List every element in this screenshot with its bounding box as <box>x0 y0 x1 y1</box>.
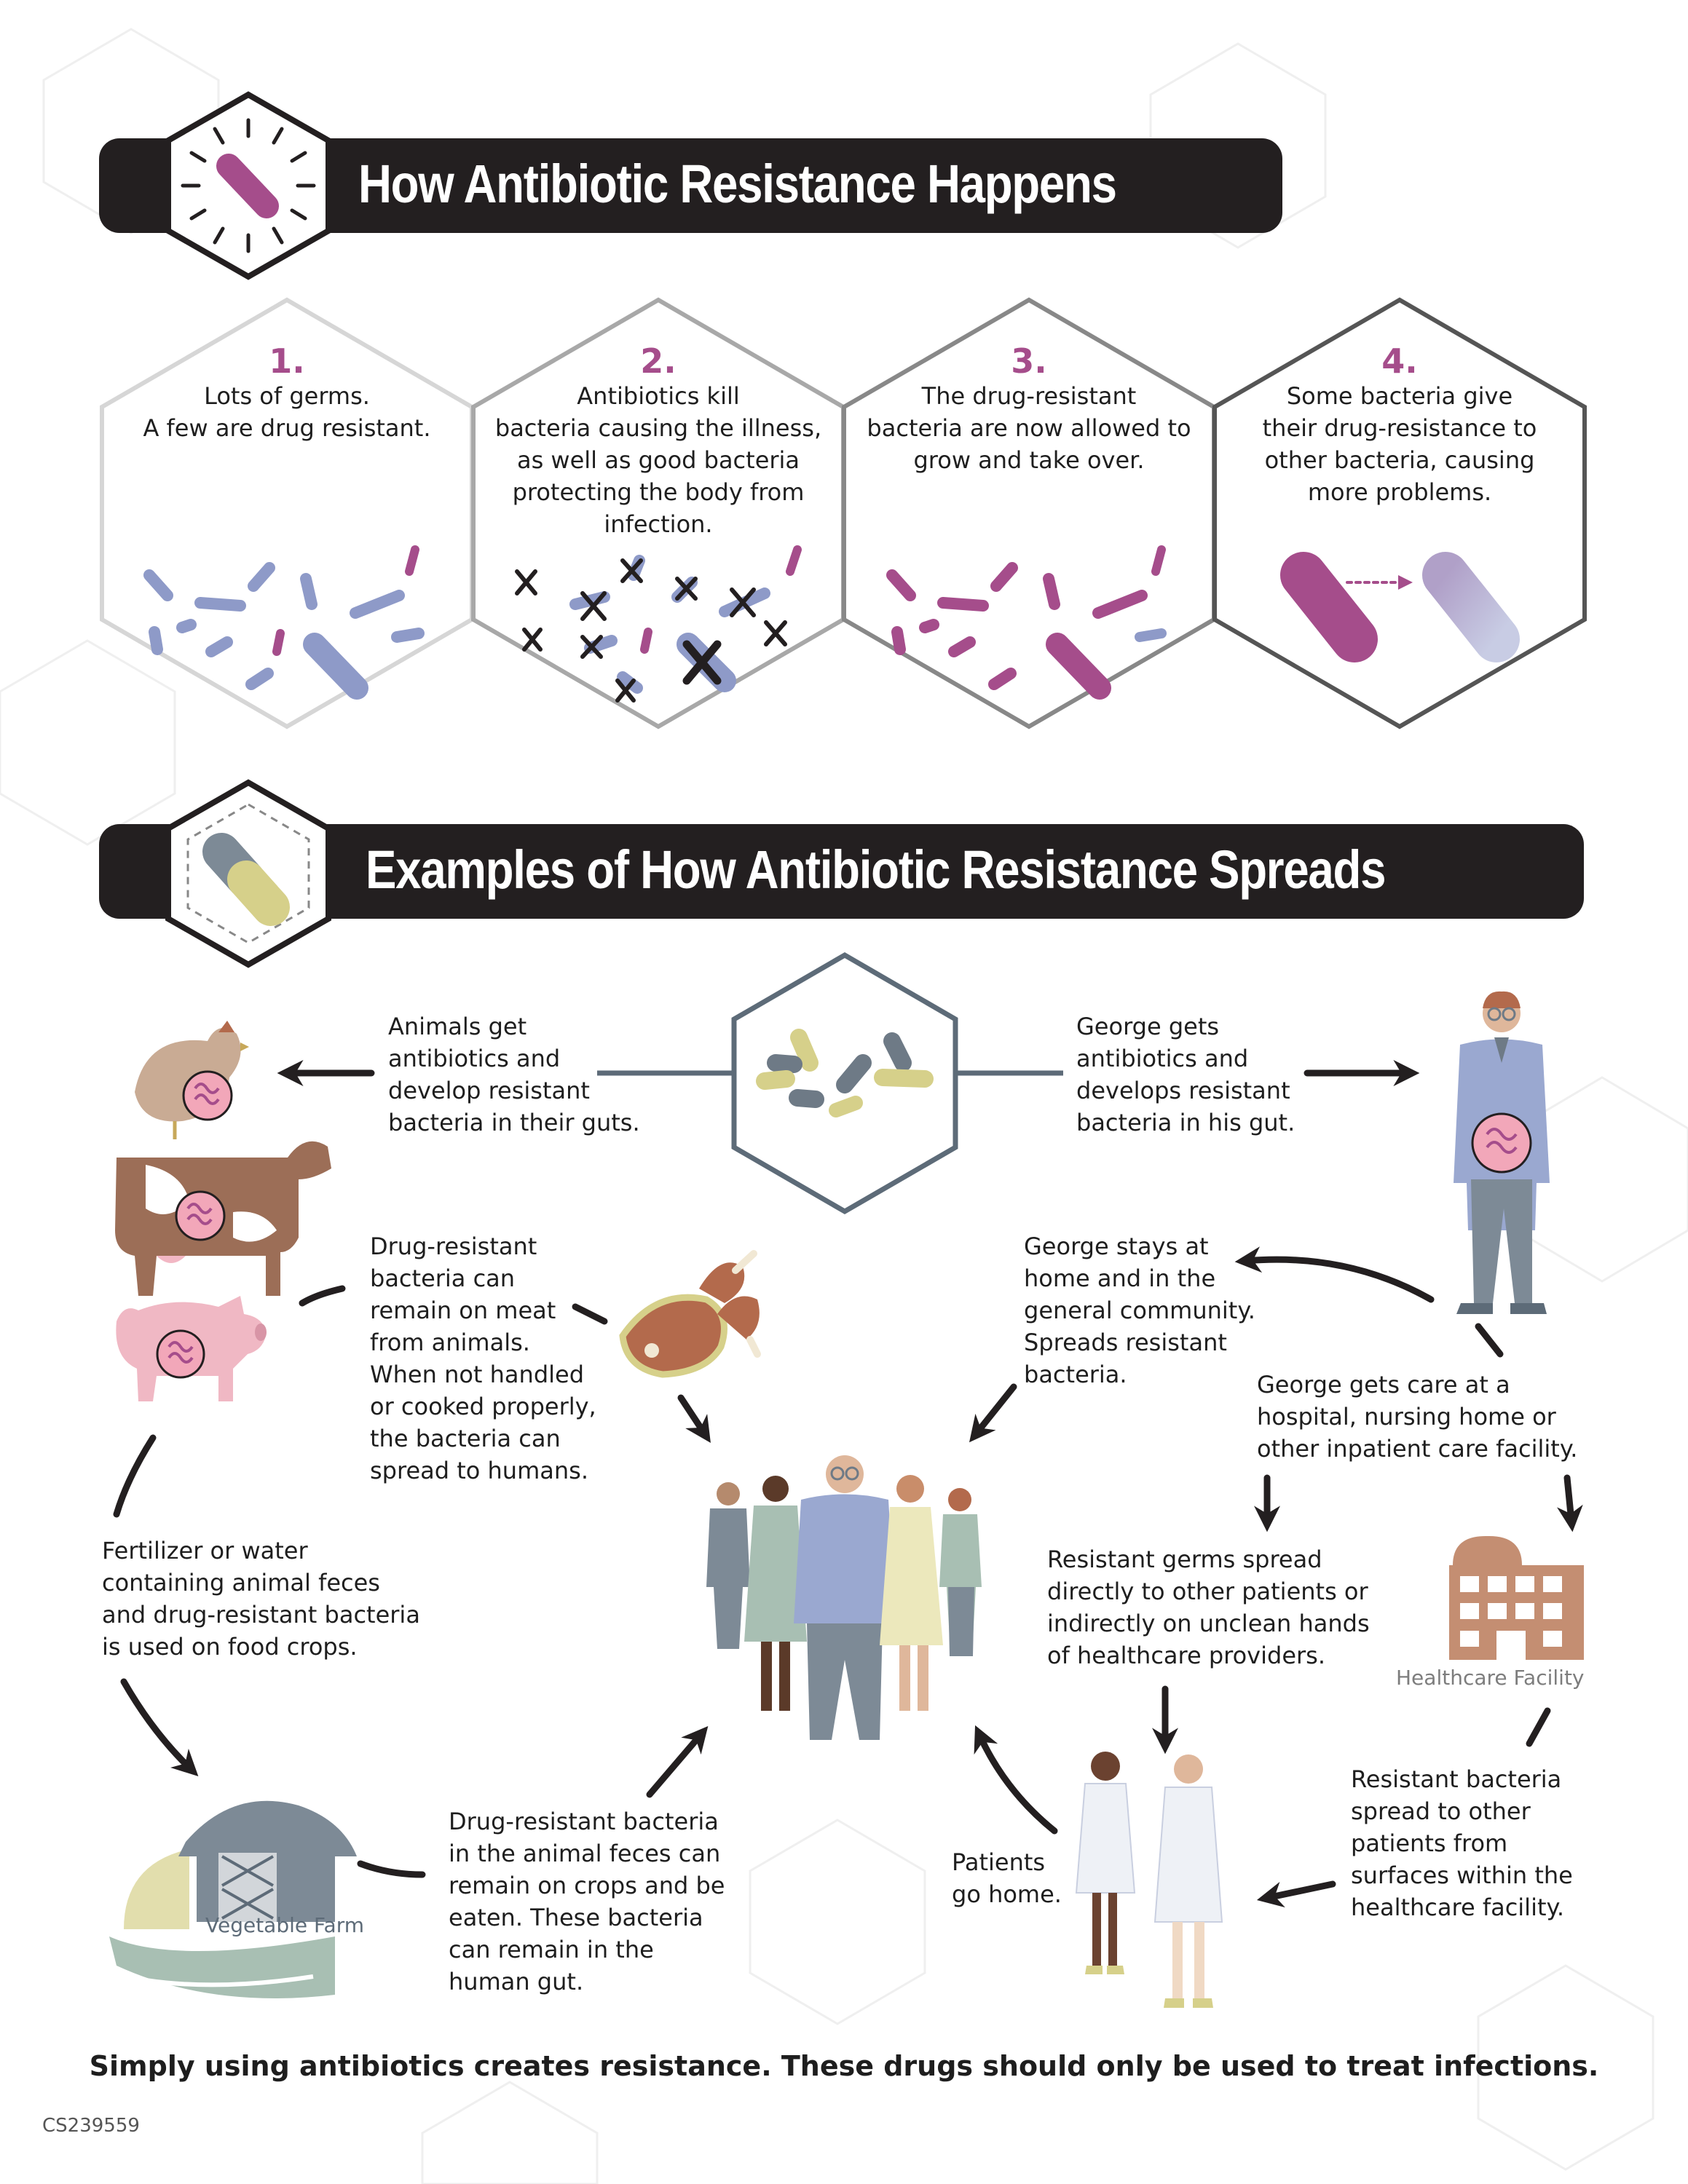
step-4-number: 4. <box>1381 341 1418 381</box>
george-figure <box>1454 991 1550 1314</box>
header-banner-spreads <box>99 824 1584 919</box>
step-2: 2. Antibiotics kill bacteria causing the… <box>487 342 829 540</box>
antibiotic-pills-hexagon <box>731 951 958 1215</box>
chicken-illustration <box>135 1021 249 1139</box>
step-4-text: Some bacteria give their drug-resistance… <box>1262 382 1537 506</box>
resistant-germs-spread-text: Resistant germs spread directly to other… <box>1047 1546 1370 1669</box>
step1-bacteria <box>143 545 425 700</box>
meat-drumsticks-illustration <box>619 1250 761 1378</box>
step4-gene-transfer <box>1280 552 1520 662</box>
community-group-illustration <box>706 1455 982 1740</box>
george-stays-home-text: George stays at home and in the general … <box>1024 1233 1255 1388</box>
header-title-spreads: Examples of How Antibiotic Resistance Sp… <box>366 839 1386 900</box>
vegetable-farm-label: Vegetable Farm <box>205 1913 365 1937</box>
flow-arrows <box>120 1060 1583 1908</box>
footer-message: Simply using antibiotics creates resista… <box>89 2050 1599 2082</box>
header-title-resistance: How Antibiotic Resistance Happens <box>358 154 1117 214</box>
step-3: 3. The drug-resistant bacteria are now a… <box>858 342 1200 476</box>
step-2-number: 2. <box>640 341 677 381</box>
step-4: 4. Some bacteria give their drug-resista… <box>1228 342 1571 508</box>
document-code: CS239559 <box>42 2115 140 2137</box>
healthcare-facility-building <box>1449 1536 1584 1660</box>
cow-illustration <box>115 1141 331 1296</box>
vegetable-farm-illustration <box>109 1800 357 1998</box>
fertilizer-text: Fertilizer or water containing animal fe… <box>102 1537 420 1661</box>
pill-capsule-icon <box>165 779 332 968</box>
meat-resistant-bacteria-text: Drug-resistant bacteria can remain on me… <box>370 1233 596 1484</box>
step-1-text: Lots of germs. A few are drug resistant. <box>143 382 431 442</box>
step-3-text: The drug-resistant bacteria are now allo… <box>867 382 1191 474</box>
george-gets-care-text: George gets care at a hospital, nursing … <box>1257 1371 1578 1463</box>
patients-illustration <box>1075 1752 1223 2008</box>
healthcare-facility-label: Healthcare Facility <box>1396 1666 1585 1690</box>
flow-connectors <box>113 1285 1551 1878</box>
patients-go-home-text: Patients go home. <box>952 1848 1062 1908</box>
step3-bacteria-resistant <box>886 545 1167 700</box>
drug-resistant-crops-text: Drug-resistant bacteria in the animal fe… <box>449 1808 725 1995</box>
step2-bacteria-killed <box>515 545 802 703</box>
surfaces-spread-text: Resistant bacteria spread to other patie… <box>1351 1765 1573 1921</box>
step-2-text: Antibiotics kill bacteria causing the il… <box>494 382 822 538</box>
step-1-number: 1. <box>269 341 305 381</box>
step-3-number: 3. <box>1011 341 1047 381</box>
bacterium-clock-icon <box>165 91 332 280</box>
animals-get-antibiotics-text: Animals get antibiotics and develop resi… <box>388 1013 640 1136</box>
george-gets-antibiotics-text: George gets antibiotics and develops res… <box>1076 1013 1295 1136</box>
step-1: 1. Lots of germs. A few are drug resista… <box>116 342 458 444</box>
pig-illustration <box>116 1296 267 1401</box>
